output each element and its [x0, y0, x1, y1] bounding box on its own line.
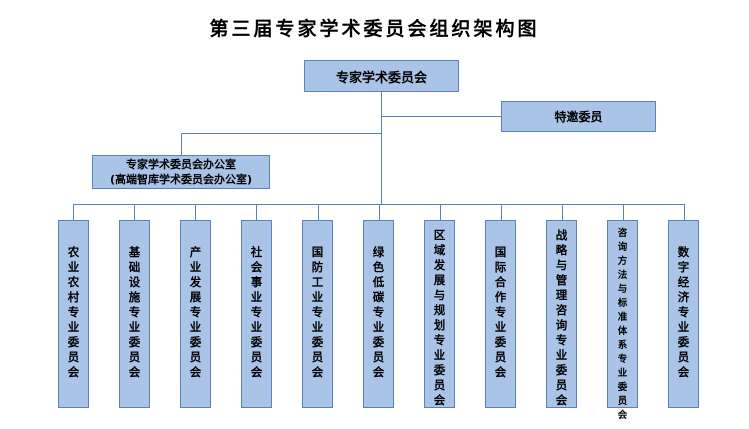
committee-box-10: 咨询方法与标准体系专业委员会: [607, 220, 638, 421]
committee-label-11: 数字经济专业委员会: [677, 245, 690, 379]
committee-label-4: 社会事业专业委员会: [250, 245, 263, 379]
connector-special: [381, 116, 501, 117]
committee-box-2: 基础设施专业委员会: [119, 220, 150, 408]
connector-drop-11: [684, 204, 685, 220]
connector-drop-4: [256, 204, 257, 220]
office-box: 专家学术委员会办公室 (高端智库学术委员会办公室): [92, 155, 270, 189]
connector-drop-1: [73, 204, 74, 220]
committee-label-5: 国防工业专业委员会: [311, 245, 324, 379]
connector-drop-7: [440, 204, 441, 220]
committee-box-1: 农业农村专业委员会: [58, 220, 89, 408]
committee-box-9: 战略与管理咨询专业委员会: [546, 220, 577, 408]
committee-label-3: 产业发展专业委员会: [189, 245, 202, 379]
office-label-line2: (高端智库学术委员会办公室): [109, 173, 253, 186]
chart-title: 第三届专家学术委员会组织架构图: [209, 18, 540, 40]
root-committee-label: 专家学术委员会: [335, 70, 427, 86]
office-label-line1: 专家学术委员会办公室: [126, 158, 236, 171]
connector-root-down: [381, 92, 382, 204]
committee-box-11: 数字经济专业委员会: [668, 220, 699, 408]
connector-drop-9: [562, 204, 563, 220]
committee-box-7: 区域发展与规划专业委员会: [424, 220, 455, 408]
special-members-label: 特邀委员: [554, 110, 603, 124]
special-members-box: 特邀委员: [501, 101, 656, 132]
committee-label-1: 农业农村专业委员会: [67, 245, 80, 379]
connector-office-h: [181, 133, 381, 134]
connector-drop-2: [134, 204, 135, 220]
committee-box-6: 绿色低碳专业委员会: [363, 220, 394, 408]
committee-label-8: 国际合作专业委员会: [494, 245, 507, 379]
committee-box-8: 国际合作专业委员会: [485, 220, 516, 408]
connector-drop-5: [318, 204, 319, 220]
connector-office-v: [181, 133, 182, 155]
connector-drop-10: [623, 204, 624, 220]
committee-label-10: 咨询方法与标准体系专业委员会: [617, 228, 628, 421]
connector-drop-6: [379, 204, 380, 220]
connector-drop-8: [501, 204, 502, 220]
committee-label-9: 战略与管理咨询专业委员会: [555, 228, 568, 407]
committee-label-7: 区域发展与规划专业委员会: [433, 228, 446, 407]
committee-box-5: 国防工业专业委员会: [302, 220, 333, 408]
root-committee-box: 专家学术委员会: [304, 60, 459, 92]
committee-box-4: 社会事业专业委员会: [241, 220, 272, 408]
committee-label-6: 绿色低碳专业委员会: [372, 245, 385, 379]
committee-box-3: 产业发展专业委员会: [180, 220, 211, 408]
committee-label-2: 基础设施专业委员会: [128, 245, 141, 379]
connector-drop-3: [195, 204, 196, 220]
